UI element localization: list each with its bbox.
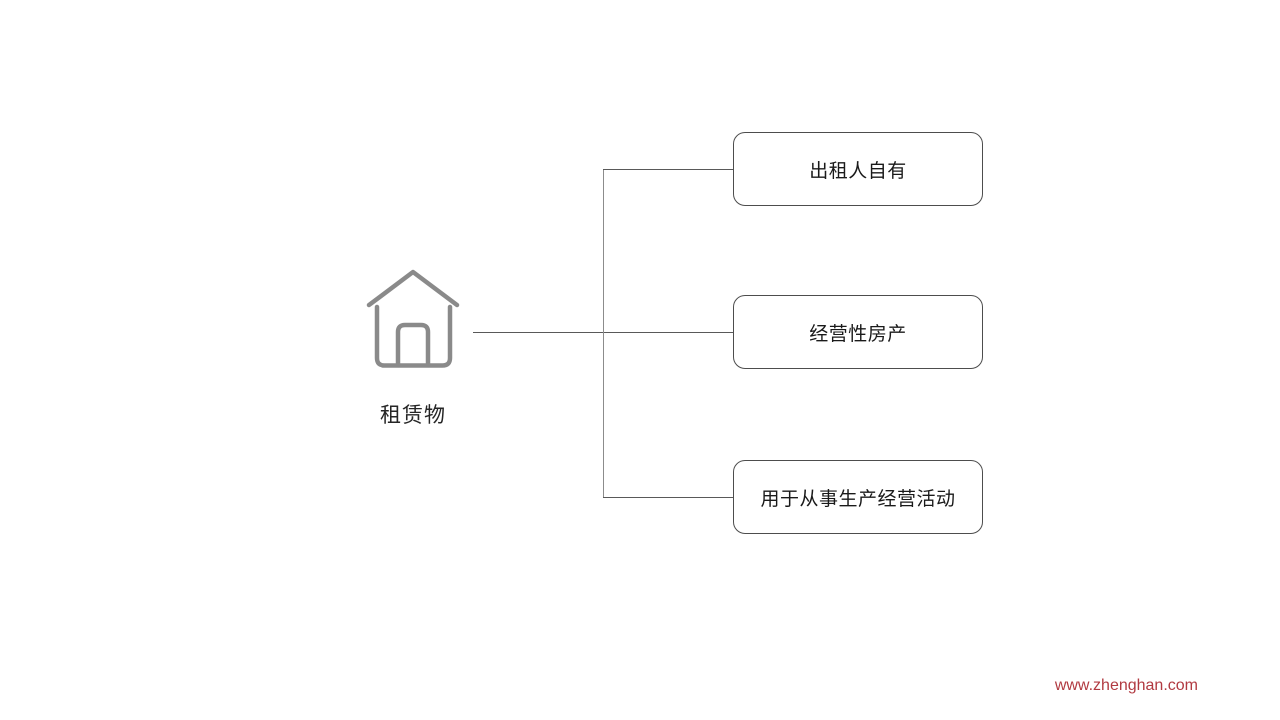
node-label: 出租人自有 [809,160,907,182]
node-box-lessor-owned: 出租人自有 [733,132,983,206]
watermark-url: www.zhenghan.com [1054,677,1198,694]
node-box-production-business-use: 用于从事生产经营活动 [733,460,983,534]
node-box-commercial-property: 经营性房产 [733,295,983,369]
node-label: 经营性房产 [809,323,907,345]
connector-branch-top [603,169,733,170]
root-node-label: 租赁物 [380,404,446,427]
node-label: 用于从事生产经营活动 [760,488,956,510]
connector-trunk [603,169,604,498]
house-icon [366,269,460,368]
connector-branch-bottom [603,497,733,498]
